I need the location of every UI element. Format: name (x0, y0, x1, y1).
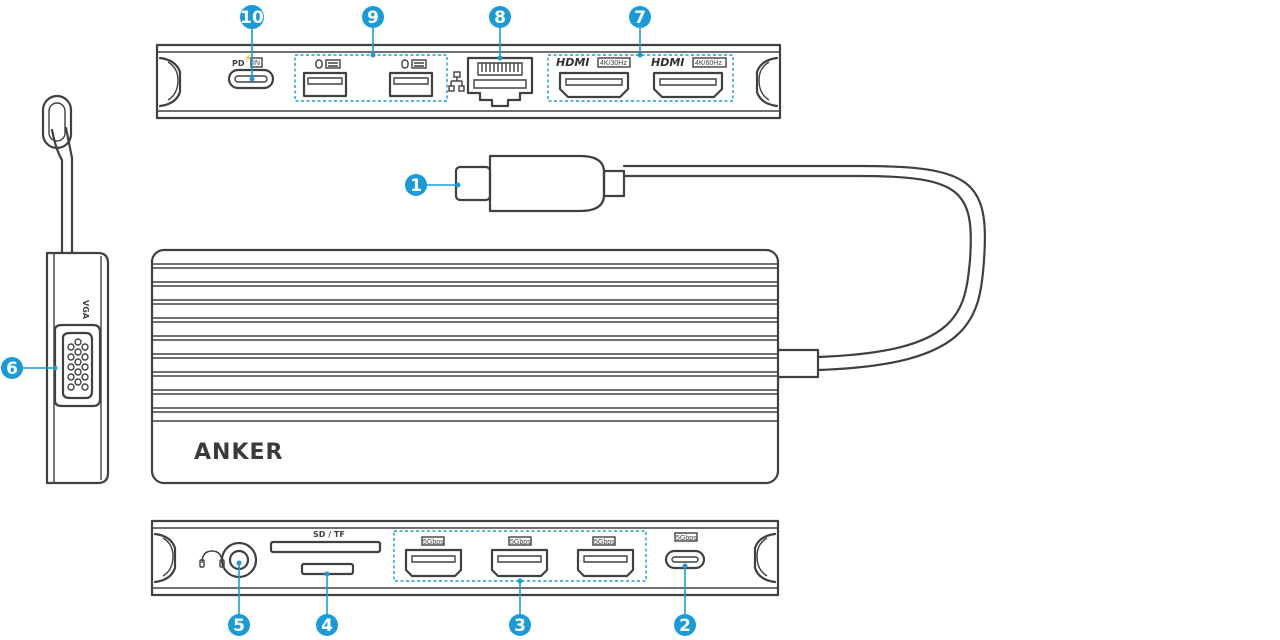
pd-label: PD (232, 59, 245, 68)
keyboard-icon (411, 59, 427, 69)
usb-c-cable (454, 154, 986, 379)
hdmi-port-2: HDMI 4K/60Hz (651, 56, 727, 99)
brand-logo: ANKER (194, 440, 283, 465)
mouse-icon (401, 59, 409, 69)
usb-a-port-bottom-3: 5Gbps (576, 536, 635, 578)
usb-a-port-bottom-2: 5Gbps (490, 536, 549, 578)
hdmi-logo-2: HDMI (651, 56, 684, 69)
lightning-icon: ⚡ (244, 53, 253, 62)
hub-body: ANKER (150, 248, 780, 485)
mouse-icon (315, 59, 323, 69)
usb-a-5gbps-group-box (393, 530, 647, 582)
usb-a-3-speed: 5Gbps (594, 539, 615, 546)
callout-5-number: 5 (233, 616, 245, 636)
callout-9-number: 9 (367, 8, 379, 28)
cooling-ribs (152, 263, 778, 422)
usb-a-port-top-2 (388, 59, 434, 98)
callout-2: 2 (674, 563, 696, 636)
callout-10: 10 (240, 5, 264, 82)
pd-in-label: IN (253, 60, 260, 67)
usb-a-2-speed: 5Gbps (510, 539, 531, 546)
hdmi-1-spec: 4K/30Hz (600, 60, 627, 67)
top-side-panel: PD ⚡ IN (155, 43, 782, 120)
callout-9: 9 (362, 6, 384, 58)
callout-2-number: 2 (679, 616, 691, 636)
callout-10-number: 10 (240, 8, 264, 28)
callout-6-number: 6 (6, 359, 18, 379)
bottom-side-panel: SD / TF 5Gbps 5Gbps 5Gbps 5Gbps (150, 519, 780, 597)
hdmi-logo-1: HDMI (556, 56, 589, 69)
callout-6: 6 (1, 357, 58, 379)
usb-a-port-top-1 (302, 59, 348, 98)
sd-tf-card-slot: SD / TF (269, 530, 382, 576)
callout-4-number: 4 (321, 616, 333, 636)
usb-c-pd-in-port: PD ⚡ IN (227, 53, 275, 90)
usb-c-data-port: 5Gbps (664, 532, 706, 570)
callout-5: 5 (228, 560, 250, 636)
headphone-icon (199, 550, 225, 568)
callout-3: 3 (509, 578, 531, 636)
vga-port (53, 323, 102, 408)
usb-c-speed: 5Gbps (676, 535, 697, 542)
side-panel-vga: VGA (41, 94, 110, 485)
callout-7: 7 (629, 6, 651, 58)
card-slot-label: SD / TF (313, 530, 345, 539)
callout-1: 1 (405, 174, 461, 196)
usb-a-port-bottom-1: 5Gbps (404, 536, 463, 578)
callout-7-number: 7 (634, 8, 646, 28)
keyboard-icon (325, 59, 341, 69)
hdmi-2-spec: 4K/60Hz (695, 60, 722, 67)
callout-8-number: 8 (494, 8, 506, 28)
vga-label: VGA (81, 300, 90, 320)
callout-4: 4 (316, 571, 338, 636)
callout-1-number: 1 (410, 176, 422, 196)
network-icon (448, 71, 465, 92)
ethernet-port (466, 56, 534, 108)
callout-8: 8 (489, 6, 511, 61)
hdmi-port-1: HDMI 4K/30Hz (556, 56, 631, 99)
callout-3-number: 3 (514, 616, 526, 636)
usb-a-1-speed: 5Gbps (423, 539, 444, 546)
